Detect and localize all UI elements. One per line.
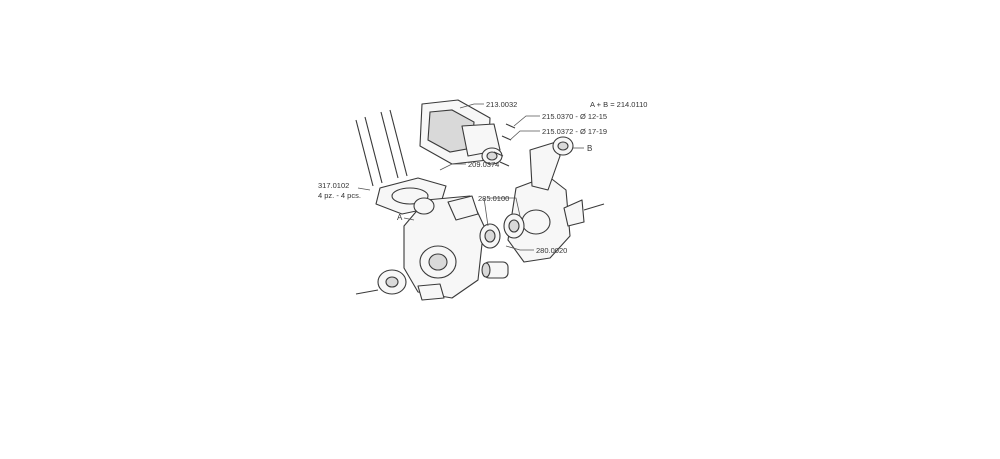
label-317-0102: 317.0102 — [318, 181, 349, 190]
letter-b: B — [587, 144, 592, 153]
label-280-0020: 280.0020 — [536, 246, 567, 255]
label-317-0102-qty: 4 pz. - 4 pcs. — [318, 191, 361, 200]
bushing — [481, 261, 509, 279]
right-crankcase — [507, 136, 574, 263]
label-ab-note: A + B = 214.0110 — [590, 100, 647, 109]
left-crankcase — [403, 195, 485, 299]
label-285-0100: 285.0100 — [478, 194, 509, 203]
letter-a: A — [397, 213, 403, 222]
label-215-0372: 215.0372 - Ø 17-19 — [542, 127, 607, 136]
valve-screws — [493, 123, 516, 167]
mount-bracket — [417, 199, 605, 301]
label-213-0032: 213.0032 — [486, 100, 517, 109]
tie-rods — [355, 109, 408, 187]
bearings — [479, 213, 525, 249]
label-209-0374: 209.0374 — [468, 160, 499, 169]
leader-lines — [357, 103, 584, 251]
label-215-0370: 215.0370 - Ø 12-15 — [542, 112, 607, 121]
front-flange — [355, 269, 407, 295]
reed-valve-block — [419, 99, 503, 165]
